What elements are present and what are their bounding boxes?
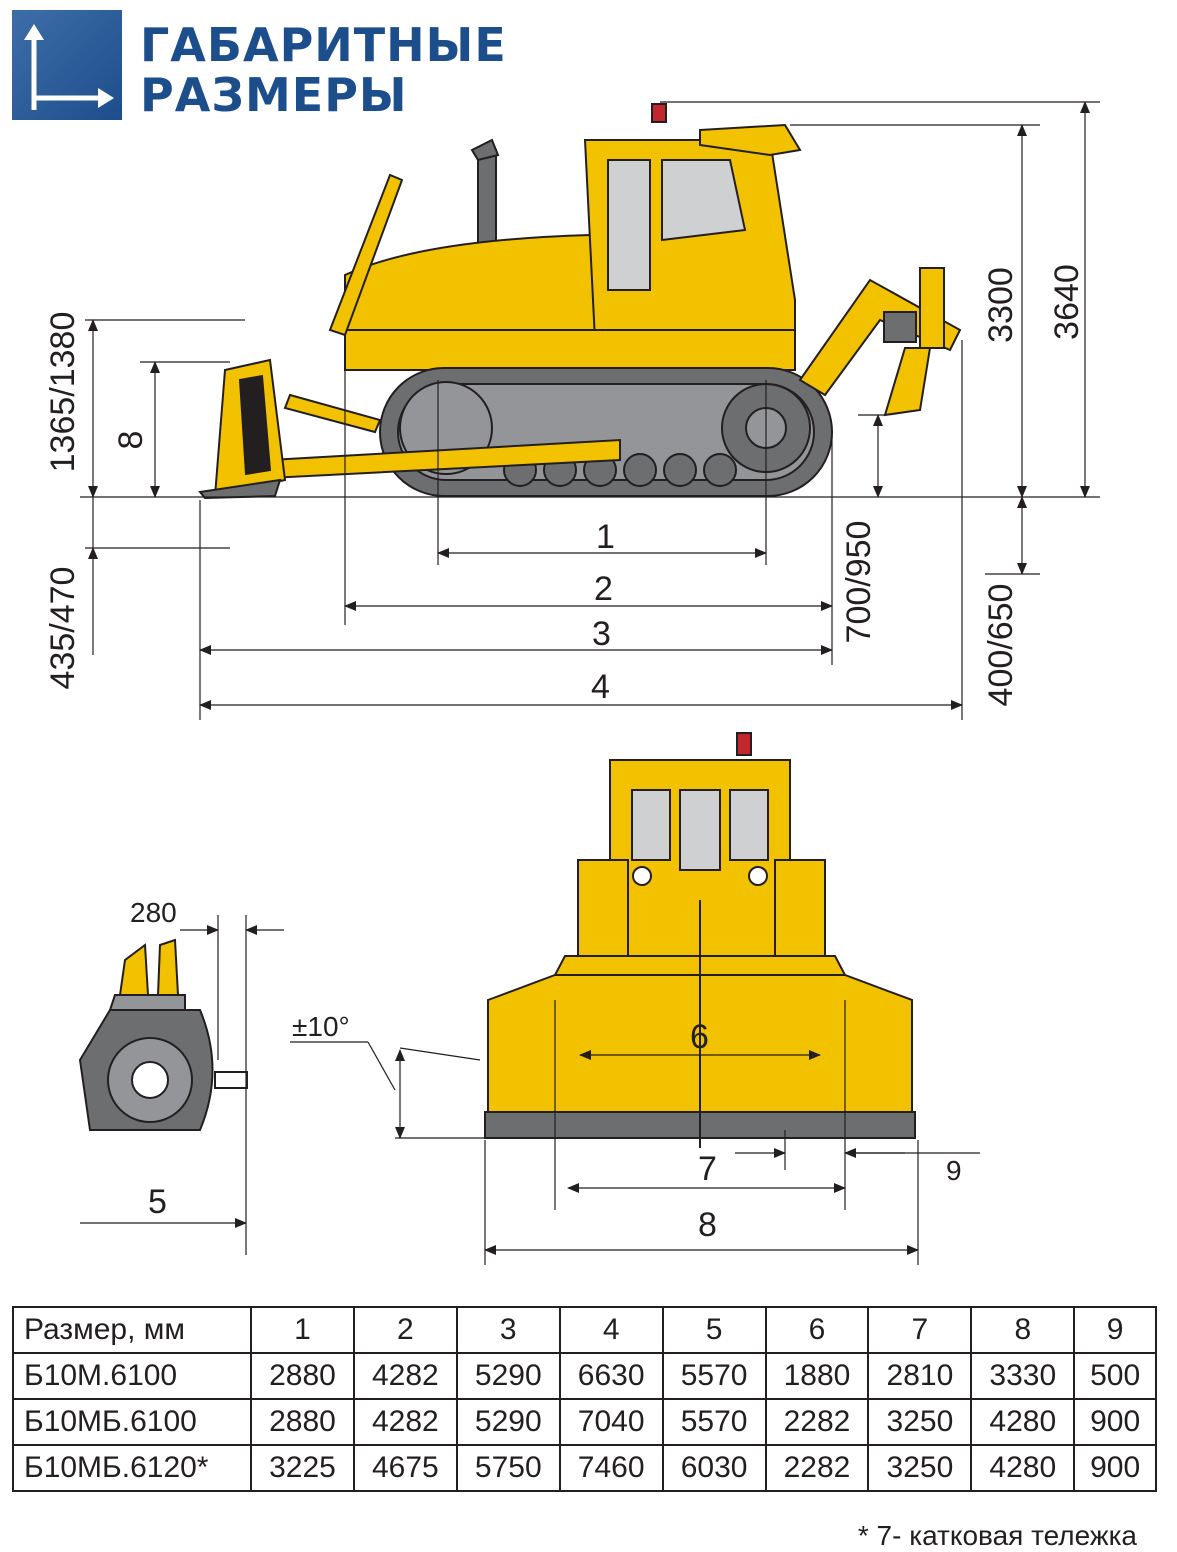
table-cell: 5290 <box>455 1398 561 1446</box>
table-cell: 6030 <box>661 1444 767 1492</box>
bulldozer-front-view <box>484 732 916 1148</box>
table-row: Б10МБ.6120* 3225 4675 5750 7460 6030 228… <box>12 1444 1157 1492</box>
table-header-row: Размер, мм 1 2 3 4 5 6 7 8 9 <box>12 1306 1157 1354</box>
table-cell: 5290 <box>455 1352 561 1400</box>
dim-label-1: 1 <box>596 518 615 556</box>
table-header-cell: 6 <box>764 1306 870 1354</box>
dim-label-8-front: 8 <box>698 1206 717 1244</box>
footnote: * 7- катковая тележка <box>857 1520 1137 1551</box>
dim-label-1365: 1365/1380 <box>44 312 82 473</box>
table-cell: 3250 <box>867 1398 973 1446</box>
dimensions-logo <box>12 10 122 120</box>
ripper-side-view <box>78 938 248 1131</box>
dim-label-3: 3 <box>592 615 611 653</box>
table-row: Б10МБ.6100 2880 4282 5290 7040 5570 2282… <box>12 1398 1157 1446</box>
bulldozer-side-view <box>198 103 962 500</box>
dim-label-435: 435/470 <box>44 567 82 690</box>
table-cell: 5570 <box>661 1398 767 1446</box>
table-row: Б10М.6100 2880 4282 5290 6630 5570 1880 … <box>12 1352 1157 1400</box>
table-cell: 4282 <box>352 1398 458 1446</box>
table-header-cell: Размер, мм <box>12 1306 252 1354</box>
table-header-cell: 3 <box>455 1306 561 1354</box>
dim-label-2: 2 <box>594 570 613 608</box>
table-cell: 2880 <box>250 1352 355 1400</box>
dim-label-400: 400/650 <box>982 584 1020 707</box>
dimensions-table: Размер, мм 1 2 3 4 5 6 7 8 9 Б10М.6100 2… <box>12 1306 1157 1492</box>
dim-label-9: 9 <box>946 1155 962 1186</box>
front-view-dimensions <box>290 1000 980 1265</box>
dim-label-3640: 3640 <box>1048 264 1086 340</box>
table-cell: 3250 <box>867 1444 973 1492</box>
table-cell: 4282 <box>352 1352 458 1400</box>
dim-label-280: 280 <box>130 897 177 928</box>
table-cell: 4675 <box>352 1444 458 1492</box>
table-header-cell: 8 <box>970 1306 1076 1354</box>
table-cell: 1880 <box>764 1352 870 1400</box>
dim-label-700: 700/950 <box>840 521 878 644</box>
table-cell: 2880 <box>250 1398 355 1446</box>
table-header-cell: 1 <box>250 1306 355 1354</box>
table-cell: Б10МБ.6120* <box>12 1444 252 1492</box>
table-cell: 5750 <box>455 1444 561 1492</box>
table-header-cell: 5 <box>661 1306 767 1354</box>
page-title-line-2: РАЗМЕРЫ <box>140 68 408 122</box>
table-cell: 4280 <box>970 1398 1076 1446</box>
table-cell: 900 <box>1073 1398 1157 1446</box>
table-cell: 2282 <box>764 1444 870 1492</box>
dim-label-6: 6 <box>690 1018 709 1056</box>
table-cell: 2282 <box>764 1398 870 1446</box>
table-cell: 2810 <box>867 1352 973 1400</box>
table-cell: 900 <box>1073 1444 1157 1492</box>
table-cell: 500 <box>1073 1352 1157 1400</box>
dim-label-5: 5 <box>148 1183 167 1221</box>
ripper-dimensions <box>80 915 284 1255</box>
dim-label-3300: 3300 <box>982 267 1020 343</box>
dimension-drawing: 1 2 3 4 8 1365/1380 435/470 700/950 400/… <box>44 101 1100 1265</box>
dim-label-4: 4 <box>591 668 610 706</box>
dim-label-8-side: 8 <box>112 431 150 450</box>
side-view-dimensions <box>80 101 1100 720</box>
table-cell: Б10М.6100 <box>12 1352 252 1400</box>
table-cell: 6630 <box>558 1352 664 1400</box>
dimensions-arrows-icon <box>24 24 114 110</box>
table-header-cell: 7 <box>867 1306 973 1354</box>
table-cell: 5570 <box>661 1352 767 1400</box>
table-cell: 7460 <box>558 1444 664 1492</box>
dim-label-7: 7 <box>698 1150 717 1188</box>
page-title: ГАБАРИТНЫЕ РАЗМЕРЫ <box>140 20 507 120</box>
table-header-cell: 9 <box>1073 1306 1157 1354</box>
table-cell: 4280 <box>970 1444 1076 1492</box>
table-header-cell: 2 <box>352 1306 458 1354</box>
table-cell: Б10МБ.6100 <box>12 1398 252 1446</box>
table-cell: 7040 <box>558 1398 664 1446</box>
table-header-cell: 4 <box>558 1306 664 1354</box>
side-view-labels: 1 2 3 4 8 1365/1380 435/470 700/950 400/… <box>44 264 1086 706</box>
dim-label-tilt: ±10° <box>292 1011 350 1042</box>
page-title-line-1: ГАБАРИТНЫЕ <box>140 18 507 72</box>
table-cell: 3330 <box>970 1352 1076 1400</box>
table-cell: 3225 <box>250 1444 355 1492</box>
